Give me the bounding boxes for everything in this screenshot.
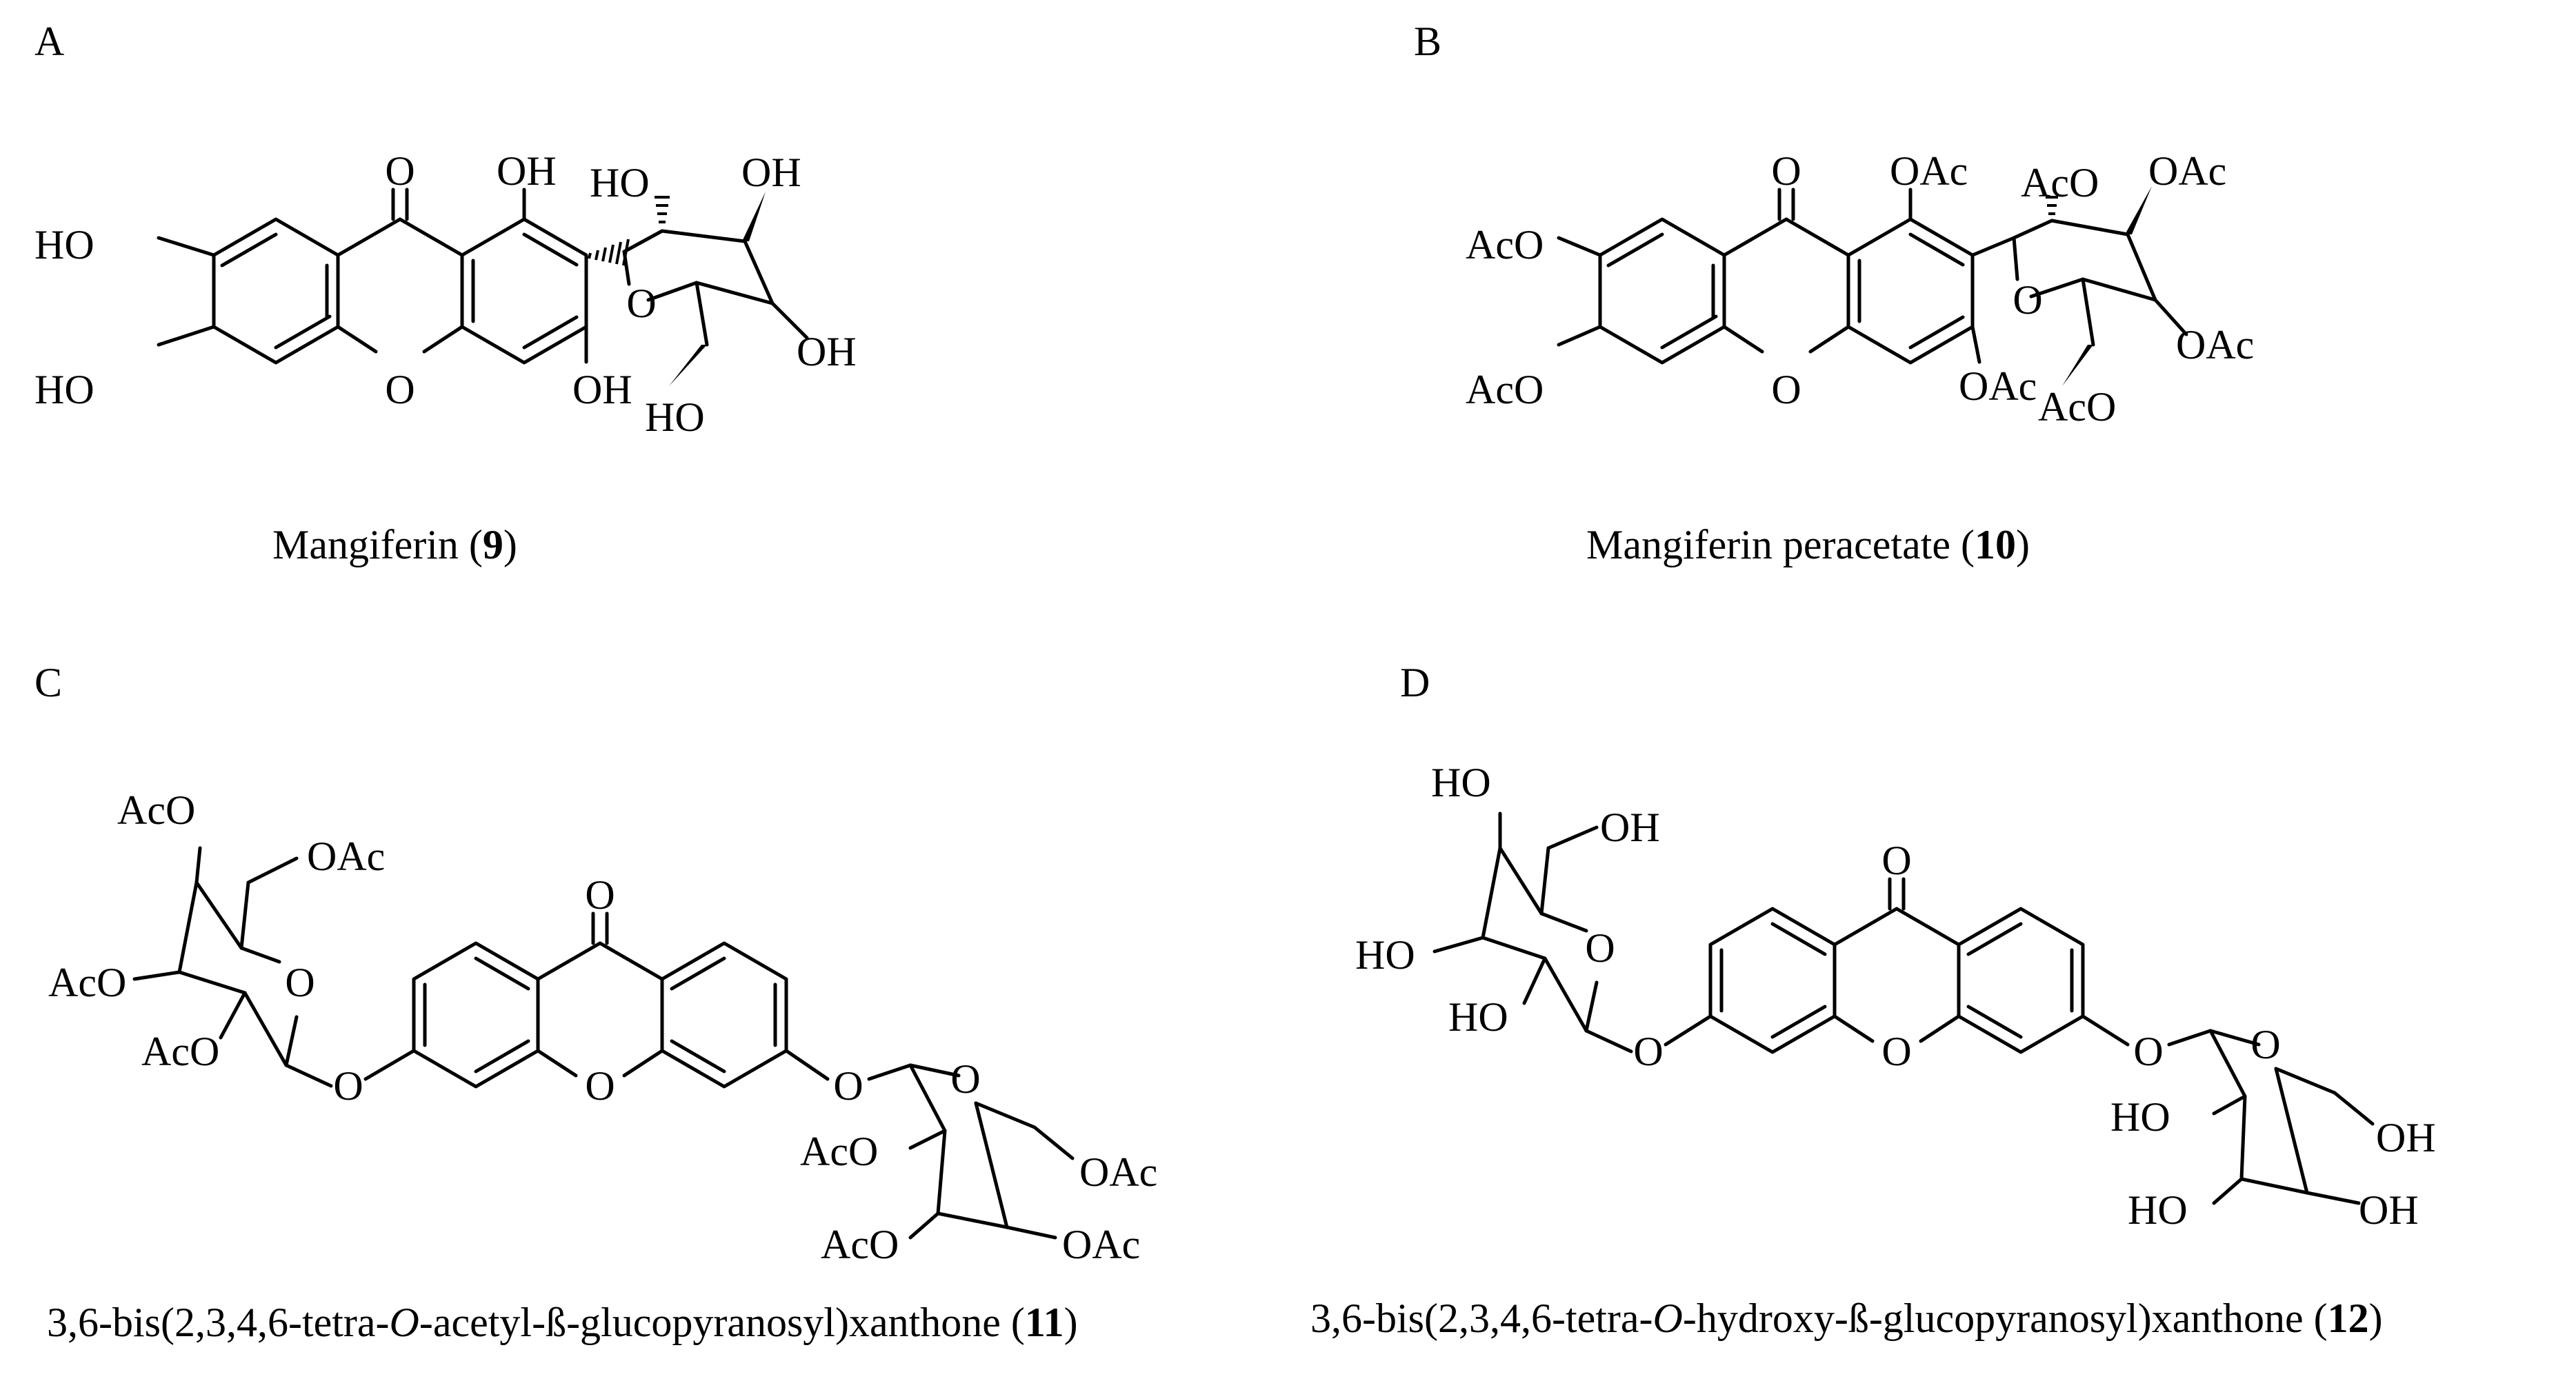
panel-c: C bbox=[34, 660, 1157, 1345]
atom-label: O bbox=[626, 281, 656, 326]
atom-label: O bbox=[585, 872, 615, 918]
atom-label: OH bbox=[2376, 1115, 2436, 1160]
atom-label: O bbox=[1633, 1029, 1663, 1074]
atom-label: OAc bbox=[2148, 148, 2226, 194]
atom-label: O bbox=[333, 1063, 363, 1109]
atom-label: AcO bbox=[141, 1029, 219, 1074]
atom-label: AcO bbox=[821, 1222, 899, 1267]
atom-label: OH bbox=[741, 150, 801, 195]
atom-label: OAc bbox=[1062, 1222, 1140, 1267]
atom-label: AcO bbox=[48, 960, 126, 1005]
panel-letter-b: B bbox=[1414, 19, 1441, 64]
atom-label: OH bbox=[572, 367, 632, 412]
atom-label: O bbox=[1881, 1029, 1911, 1074]
atom-label: OAc bbox=[2176, 322, 2254, 367]
atom-label: O bbox=[2013, 277, 2042, 323]
atom-label: HO bbox=[34, 367, 94, 412]
atom-label: AcO bbox=[800, 1129, 878, 1174]
atom-label: AcO bbox=[2021, 160, 2099, 205]
atom-label: HO bbox=[34, 222, 94, 268]
atom-label: HO bbox=[645, 394, 705, 440]
panel-d: D bbox=[1310, 660, 2436, 1341]
atom-label: HO bbox=[1355, 932, 1415, 978]
atom-label: OAc bbox=[307, 834, 385, 879]
atom-label: OAc bbox=[1890, 148, 1968, 194]
atom-label: AcO bbox=[2038, 384, 2116, 430]
caption-acetyl-xanthone: 3,6-bis(2,3,4,6-tetra-O-acetyl-ß-glucopy… bbox=[47, 1300, 1078, 1345]
atom-label: O bbox=[833, 1063, 863, 1109]
atom-label: OH bbox=[2359, 1187, 2419, 1233]
atom-label: OH bbox=[497, 148, 557, 194]
atom-label: O bbox=[385, 367, 415, 412]
atom-label: OAc bbox=[1959, 363, 2037, 409]
atom-label: HO bbox=[2110, 1094, 2170, 1140]
atom-label: O bbox=[2133, 1029, 2163, 1074]
atom-label: O bbox=[950, 1056, 980, 1102]
atom-label: HO bbox=[1448, 994, 1508, 1040]
atom-label: O bbox=[2250, 1022, 2280, 1067]
atom-label: OH bbox=[1600, 805, 1660, 850]
acetyl-xanthone-structure bbox=[132, 846, 1075, 1240]
atom-label: HO bbox=[2128, 1187, 2188, 1233]
caption-mangiferin: Mangiferin (9) bbox=[272, 522, 517, 567]
atom-label: O bbox=[1585, 925, 1615, 971]
mangiferin-structure bbox=[157, 188, 809, 386]
atom-label: OAc bbox=[1079, 1149, 1157, 1195]
atom-label: AcO bbox=[117, 787, 195, 833]
atom-label: O bbox=[385, 148, 415, 194]
mangiferin-peracetate-structure bbox=[1557, 186, 2188, 386]
atom-label: AcO bbox=[1466, 222, 1544, 268]
atom-label: AcO bbox=[1466, 367, 1544, 412]
atom-label: HO bbox=[590, 160, 650, 205]
panel-letter-c: C bbox=[34, 660, 62, 705]
atom-label: O bbox=[585, 1063, 615, 1109]
caption-mangiferin-peracetate: Mangiferin peracetate (10) bbox=[1586, 522, 2030, 567]
atom-label: O bbox=[285, 960, 314, 1005]
atom-label: O bbox=[1771, 148, 1801, 194]
caption-hydroxy-xanthone: 3,6-bis(2,3,4,6-tetra-O-hydroxy-ß-glucop… bbox=[1310, 1296, 2383, 1341]
atom-label: O bbox=[1881, 838, 1911, 883]
atom-label: OH bbox=[797, 329, 857, 374]
panel-letter-a: A bbox=[34, 19, 64, 64]
panel-letter-d: D bbox=[1400, 660, 1430, 705]
atom-label: O bbox=[1771, 367, 1801, 412]
panel-b: B bbox=[1414, 19, 2254, 567]
panel-a: A bbox=[34, 19, 857, 567]
hydroxy-xanthone-structure bbox=[1432, 812, 2375, 1205]
atom-label: HO bbox=[1431, 760, 1491, 805]
